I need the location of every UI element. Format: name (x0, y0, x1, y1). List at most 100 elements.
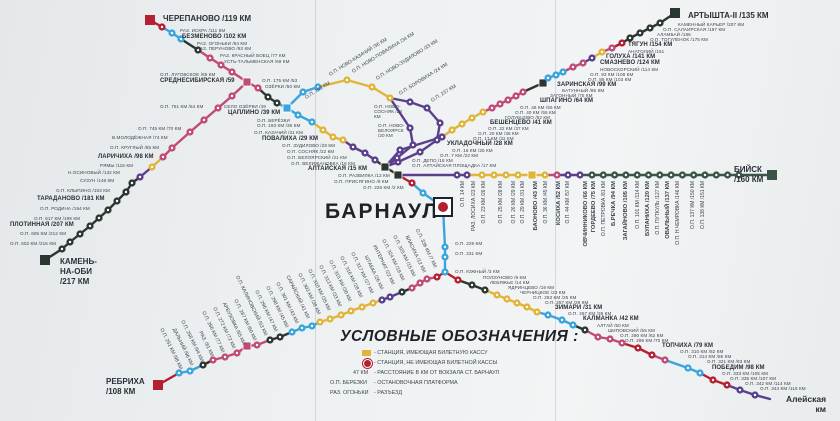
station-label: ГОРДЕЕВО /75 КМ (591, 181, 597, 233)
station-marker-center (106, 208, 110, 212)
station-marker-center (211, 358, 215, 362)
station-label: О.П. 17 КМ /32 КМ (473, 136, 514, 141)
terminal-rebrikha-name: РЕБРИХА (106, 377, 145, 386)
station-label: О.П. НОВО-БЕЛОЯРСК /20 КМ (378, 123, 405, 138)
station-label: ГОЛУБЦОВО /52 КМ (505, 114, 551, 120)
station-marker-center (268, 338, 272, 342)
station-label: О.П. ЮЖНЫЙ /3 КМ (455, 269, 500, 274)
station-marker-ticket-office (393, 170, 403, 180)
terminal-biysk: БИЙСК /160 КМ (734, 165, 763, 185)
station-marker-center (177, 371, 181, 375)
station-label: ЗАГАЙНОВО /105 КМ (623, 181, 629, 241)
station-marker-center (669, 173, 673, 177)
track-segment-north (396, 150, 422, 164)
station-marker-center (596, 335, 600, 339)
terminal-station-marker (153, 380, 163, 390)
station-marker-center (300, 326, 304, 330)
station-marker-center (435, 275, 439, 279)
station-marker-ticket-office (538, 78, 548, 88)
station-marker-center (460, 122, 464, 126)
track-segment-inner (388, 96, 412, 130)
station-marker-center (370, 85, 374, 89)
station-marker-center (555, 173, 559, 177)
station-marker-center (255, 343, 259, 347)
station-label: НОВОСКОРСКИЙ /114 КМ (600, 66, 659, 72)
legend-title: УСЛОВНЫЕ ОБОЗНАЧЕНИЯ : (340, 328, 579, 345)
station-label: ЦАПЛИНО /39 КМ (228, 110, 281, 116)
station-label: ЧЕРНИЦКОЕ /23 КМ (520, 289, 566, 295)
station-marker-center (620, 41, 624, 45)
station-label: СЕЛО ОЗЁРКИ /49 (224, 104, 266, 109)
station-marker-center (219, 63, 223, 67)
terminal-station-marker (670, 8, 680, 18)
station-marker-center (88, 224, 92, 228)
station-label: ТАРАДАНОВО /181 КМ (37, 196, 105, 202)
station-marker-center (328, 317, 332, 321)
station-marker-center (398, 148, 402, 152)
station-label: СМАЗНЕВО /124 КМ (600, 60, 660, 66)
station-marker-center (514, 94, 518, 98)
station-label: КОСИХА /52 КМ (556, 181, 562, 226)
station-label: О.П. 314 КМ /85 КМ (688, 354, 732, 359)
station-label: ЛЕБЯЖЬЕ /14 КМ (490, 279, 530, 285)
station-marker-center (636, 173, 639, 177)
station-marker-center (686, 366, 690, 370)
station-label: О.П. 321 КМ /93 КМ (707, 359, 751, 364)
terminal-aleysk-km: км (815, 404, 827, 414)
station-label: О.П. 193 КМ /35 КМ (257, 123, 301, 128)
station-marker-center (480, 173, 484, 177)
station-marker-center (692, 173, 695, 177)
station-marker-center (411, 143, 415, 147)
station-marker-center (715, 173, 718, 177)
station-label: О.П. 751 КМ /64 КМ (160, 104, 204, 109)
terminal-station-marker (767, 170, 777, 180)
station-label: О.П. 344 КМ /116 КМ (760, 386, 806, 391)
station-marker-center (345, 78, 349, 82)
station-marker-center (380, 298, 384, 302)
station-label: О.П. 44 КМ /57 КМ (565, 181, 571, 224)
station-marker-center (456, 278, 460, 282)
station-label: О.П. 25 КМ /28 КМ (498, 181, 504, 224)
terminal-station-marker (145, 15, 155, 25)
station-marker-center (492, 173, 496, 177)
station-label: ЛАРИЧИХА /98 КМ (98, 154, 154, 160)
station-marker-center (581, 61, 585, 65)
station-label: О.П. ЗУДИЛОВО /28 КМ (282, 143, 336, 148)
station-marker-center (443, 270, 447, 274)
station-marker-ticket-office (242, 341, 252, 351)
legend-desc: - РАССТОЯНИЕ В КМ ОТ ВОКЗАЛА СТ. БАРНАУЛ (374, 370, 500, 376)
station-label: О.П. 229 КМ (455, 241, 483, 246)
station-marker-center (506, 98, 510, 102)
station-marker-center (602, 173, 605, 177)
station-marker-center (470, 116, 474, 120)
station-label: О.П. РОДИНА /194 КМ (40, 206, 90, 211)
station-marker-center (316, 85, 320, 89)
station-marker-center (600, 50, 604, 54)
station-label: О.П. 93 КМ /108 КМ (590, 71, 634, 77)
station-label: РАЗ. ПЕРУНОВО /93 КМ (197, 46, 252, 51)
station-label: О.П. 257 КМ /29 КМ (545, 299, 589, 305)
station-marker-center (470, 283, 474, 287)
legend-key: 47 КМ (353, 370, 369, 376)
station-marker-center (648, 26, 652, 30)
station-label: О.П. 602 КМ /215 КМ (10, 241, 57, 246)
station-marker-center (115, 199, 119, 203)
station-label: О.П. 36 КМ /45 КМ (543, 181, 549, 224)
station-marker-center (363, 151, 367, 155)
station-marker-center (590, 56, 594, 60)
station-label: О.П. 231 КМ (455, 251, 483, 256)
station-label: О.П. РАЗВИЛКА /12 КМ (338, 173, 390, 178)
no-ticket-office-station-icon (363, 359, 372, 368)
station-label: О.П. 20 КМ /35 КМ (478, 131, 519, 136)
station-marker-ticket-office (527, 170, 537, 180)
station-marker-center (583, 328, 587, 332)
station-label: ОВАЛЬНЫЙ /137 КМ (665, 181, 671, 239)
poster-fold-line (315, 0, 316, 421)
station-label: О.П. 16 КМ /25 КМ (452, 147, 493, 153)
station-marker-center (410, 181, 414, 185)
station-marker-center (504, 173, 508, 177)
station-label: О.П. КРУГЛЫЙ /85 КМ (110, 145, 160, 150)
station-marker-center (371, 301, 375, 305)
station-label: О.П. 85 КМ /103 КМ (588, 76, 632, 82)
station-label: РЯМЫ /115 КМ (100, 163, 134, 168)
